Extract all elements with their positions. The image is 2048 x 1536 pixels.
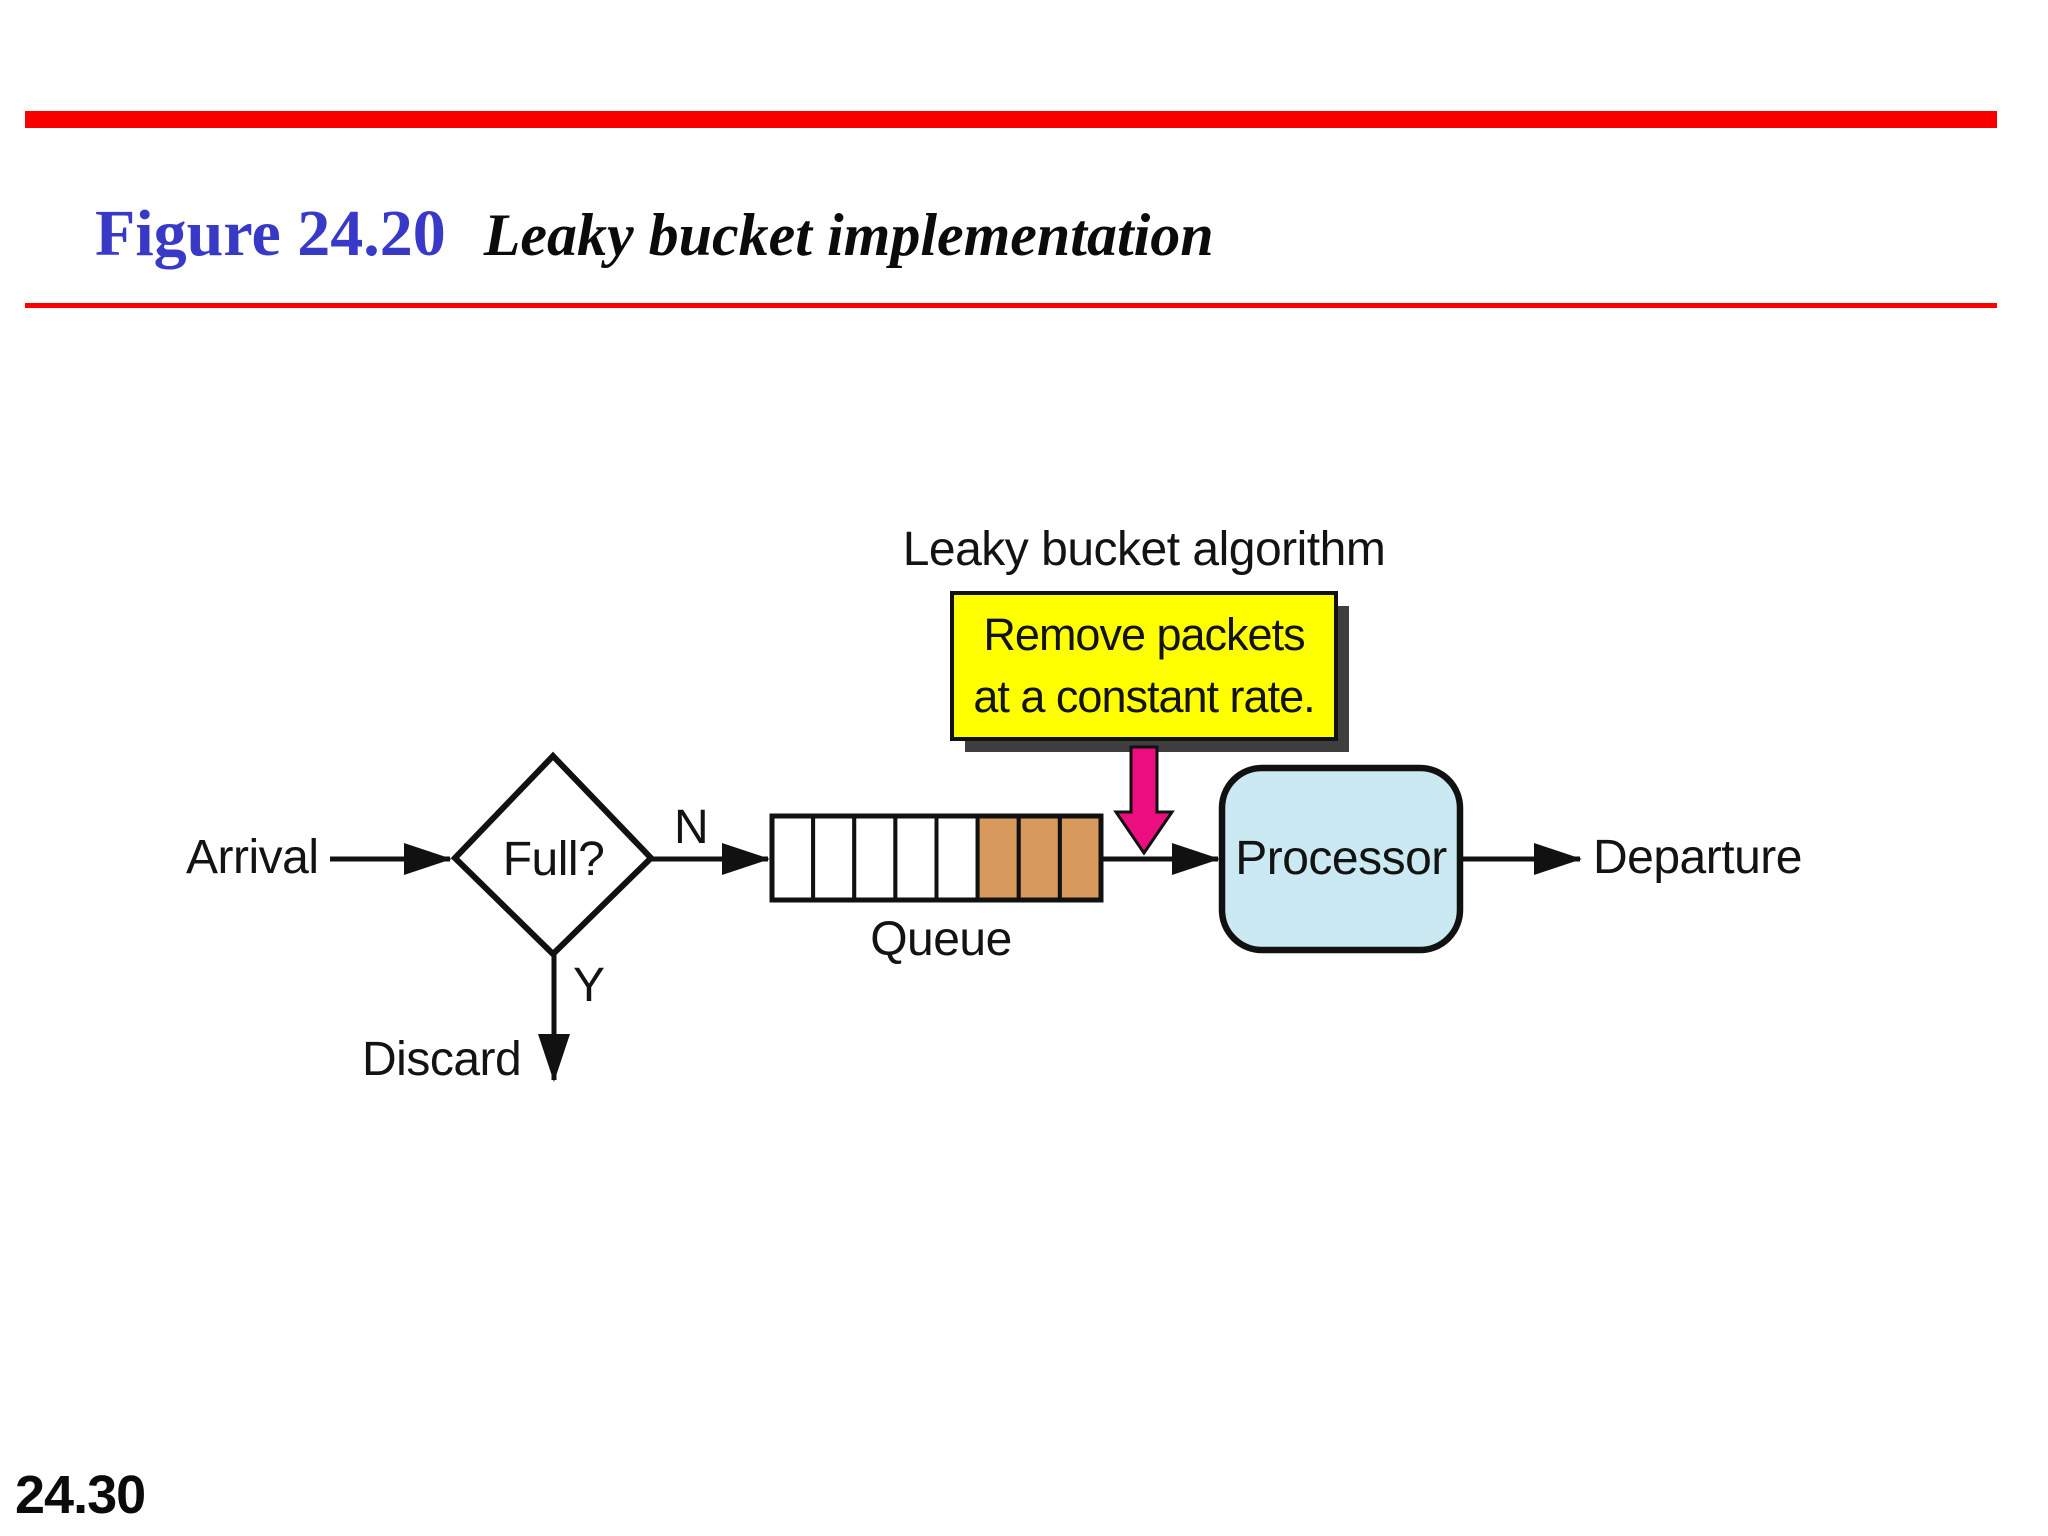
no-branch-label: N xyxy=(674,801,709,854)
note-text: Remove packets at a constant rate. xyxy=(956,597,1332,735)
remove-rate-arrow xyxy=(1113,745,1175,856)
title-underline xyxy=(25,303,1997,308)
processor-label: Processor xyxy=(1235,832,1447,885)
slide-title: Figure 24.20 Leaky bucket implementation xyxy=(95,196,1214,272)
figure-number-label: Figure 24.20 xyxy=(95,197,446,270)
page-number: 24.30 xyxy=(15,1465,146,1525)
decision-diamond xyxy=(450,751,656,959)
queue-cell-empty xyxy=(852,814,898,902)
algorithm-caption: Leaky bucket algorithm xyxy=(902,523,1386,576)
queue-cell-empty xyxy=(893,814,939,902)
queue-cells xyxy=(770,814,1104,902)
note-line-1: Remove packets xyxy=(983,609,1305,660)
note-box xyxy=(950,591,1338,741)
decision-label: Full? xyxy=(502,833,605,886)
note-line-2: at a constant rate. xyxy=(973,671,1315,722)
queue-cell-empty xyxy=(811,814,857,902)
figure-title-label: Leaky bucket implementation xyxy=(483,202,1214,268)
queue-label: Queue xyxy=(870,913,1012,966)
departure-label: Departure xyxy=(1593,831,1802,884)
top-red-bar xyxy=(25,111,1997,128)
queue-cell-filled xyxy=(975,814,1021,902)
queue-cell-empty xyxy=(770,814,816,902)
yes-branch-label: Y xyxy=(573,959,605,1012)
queue-cell-filled xyxy=(1016,814,1062,902)
queue-cell-empty xyxy=(934,814,980,902)
arrival-label: Arrival xyxy=(186,831,319,884)
queue-cell-filled xyxy=(1057,814,1104,902)
discard-label: Discard xyxy=(362,1033,522,1086)
